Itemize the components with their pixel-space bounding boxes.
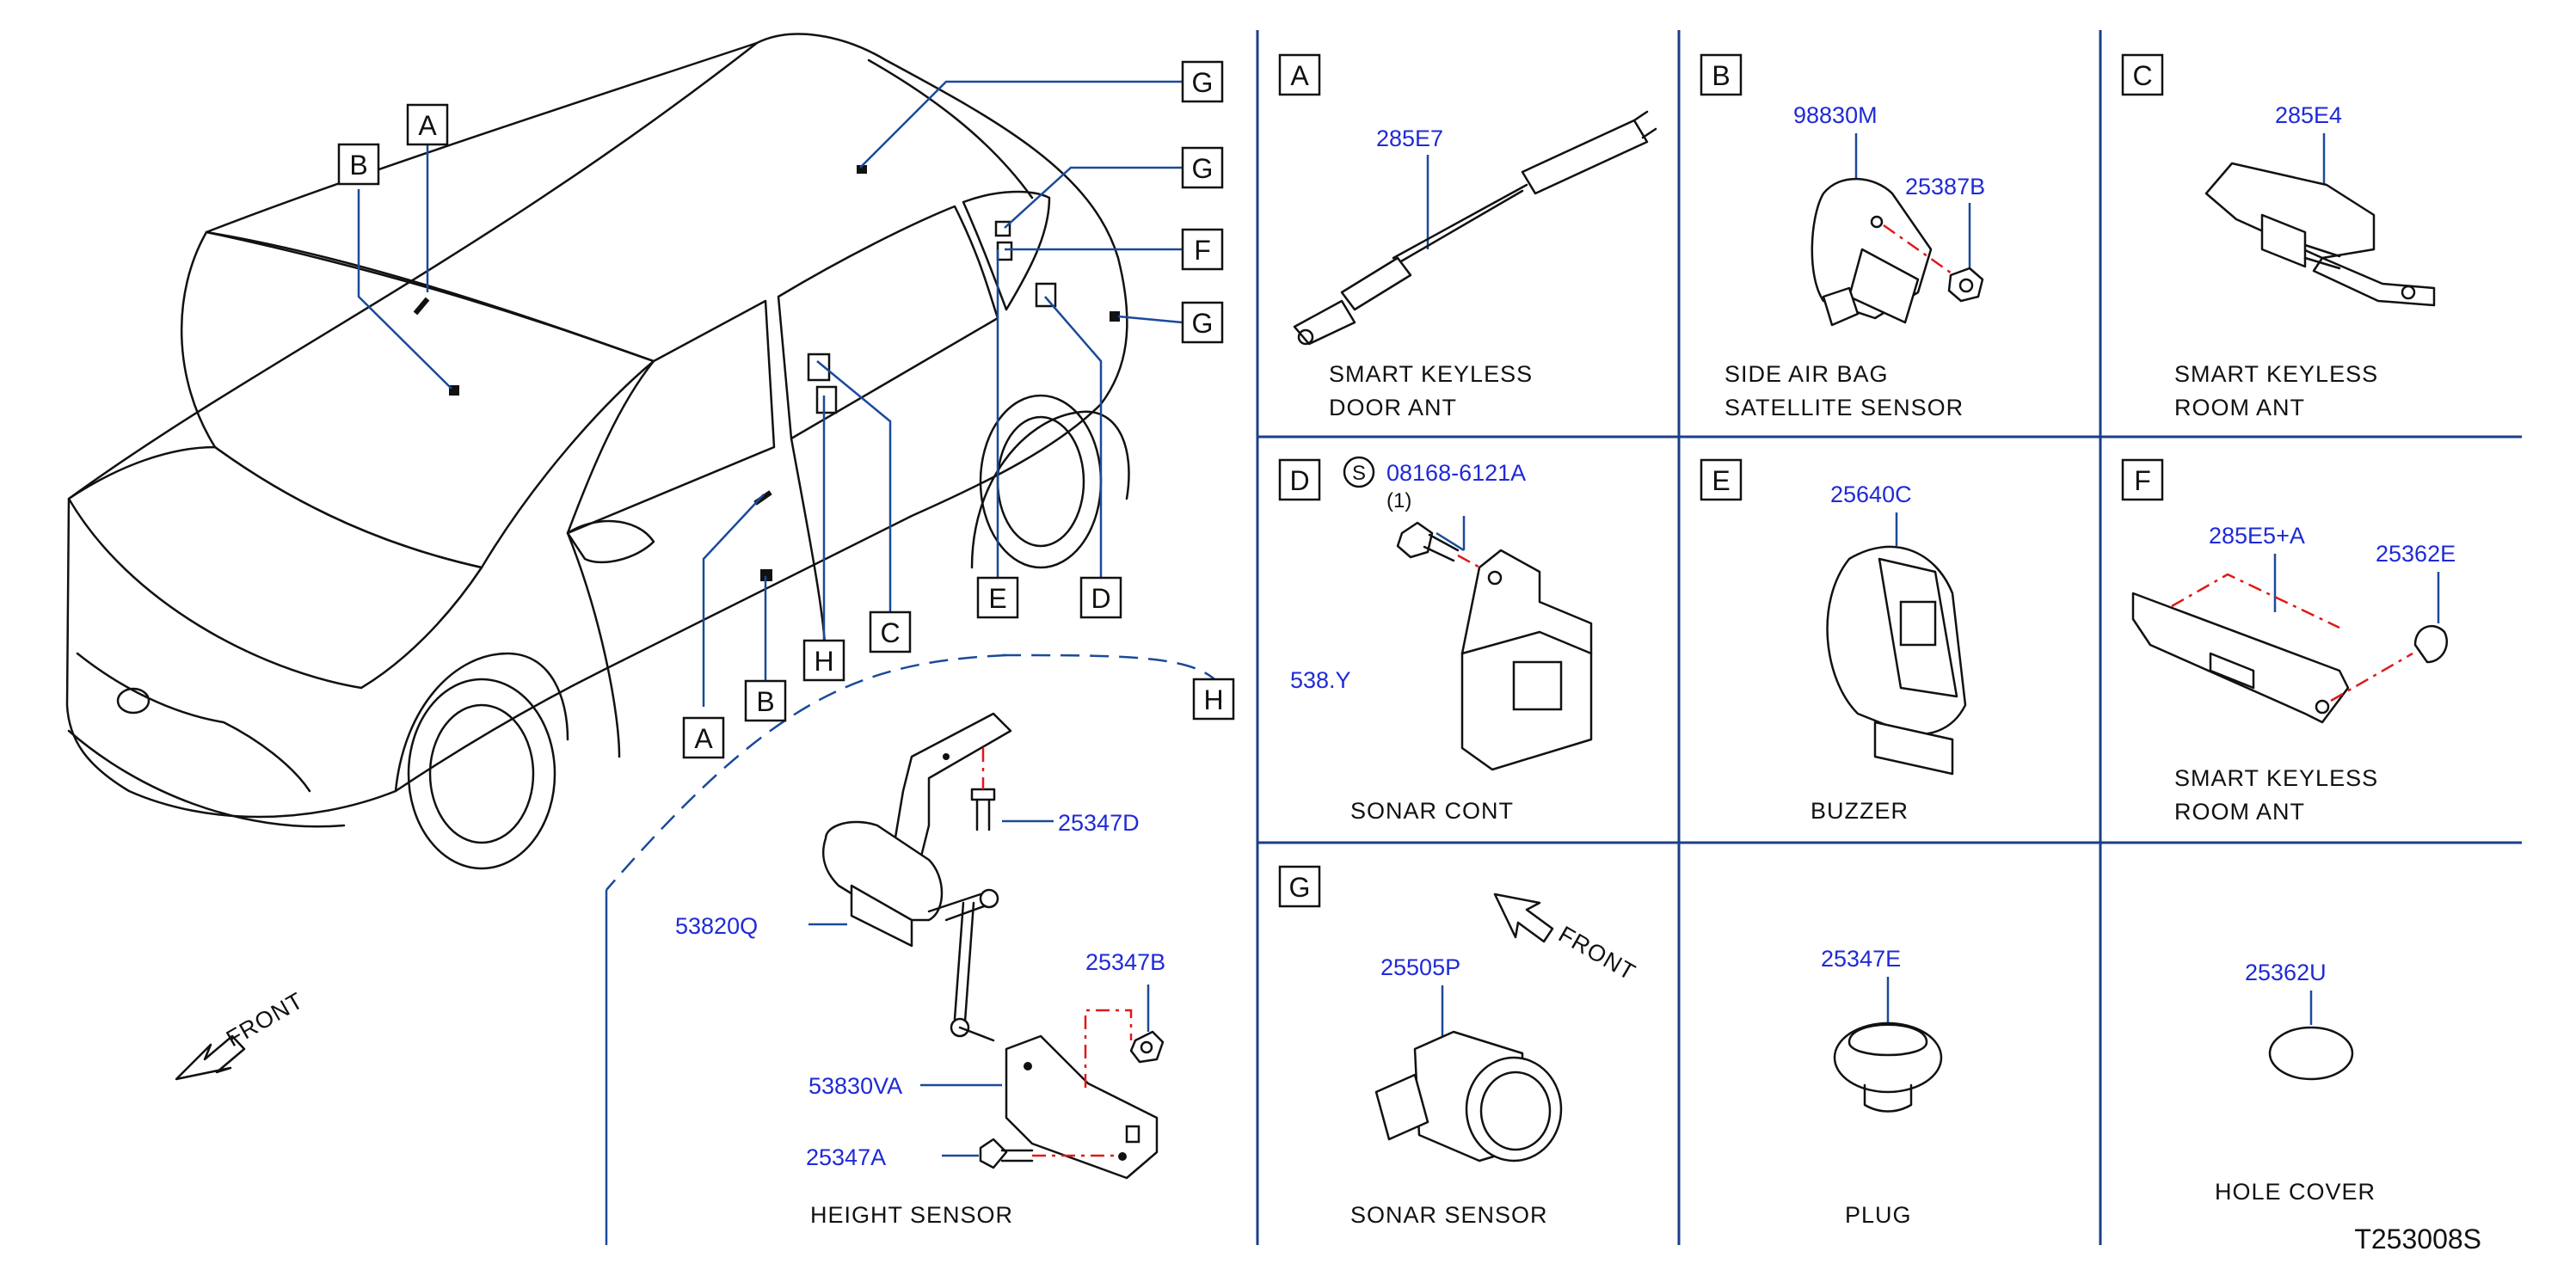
part-25347D: 25347D — [1058, 810, 1140, 836]
callout-b-bottom: B — [744, 679, 787, 722]
callout-c: C — [869, 610, 912, 653]
callout-e: E — [976, 576, 1019, 619]
diagram-label: E — [988, 583, 1006, 614]
diagram-label: C — [2132, 60, 2152, 91]
callout-b-top: B — [337, 143, 380, 186]
diagram-label: F — [2134, 465, 2151, 496]
car-callouts: A B G G F G E D C H B A H — [337, 60, 1235, 759]
diagram-label: FRONT — [222, 987, 308, 1052]
car-leaders — [357, 80, 1215, 1245]
diagram-label: (1) — [1386, 489, 1411, 512]
panel-grid — [1256, 30, 2522, 1245]
diagram-label: E — [1712, 465, 1730, 496]
diagram-label: SONAR SENSOR — [1350, 1202, 1548, 1228]
callout-a-bottom: A — [682, 716, 725, 759]
diagram-label: H — [814, 646, 833, 677]
part-538Y: 538.Y — [1290, 667, 1351, 693]
front-arrow-left: FRONT — [175, 987, 308, 1081]
part-25347E: 25347E — [1821, 946, 1901, 972]
part-25640C: 25640C — [1830, 482, 1912, 507]
diagram-label: B — [756, 686, 774, 717]
part-25347A: 25347A — [806, 1144, 886, 1170]
diagram-label: G — [1192, 153, 1214, 184]
diagram-label: SATELLITE SENSOR — [1725, 395, 1964, 420]
diagram-label: DOOR ANT — [1329, 395, 1457, 420]
panel-f: F 285E5+A 25362E SMART KEYLESS ROOM ANT — [2121, 458, 2456, 825]
panel-c: C 285E4 SMART KEYLESS ROOM ANT — [2121, 53, 2436, 420]
diagram-label: B — [349, 150, 367, 181]
part-53830VA: 53830VA — [808, 1073, 902, 1099]
diagram-label: A — [694, 723, 713, 754]
part-25347B-h: 25347B — [1085, 949, 1165, 975]
part-25362U: 25362U — [2245, 960, 2327, 985]
panel-b: B 98830M 25387B SIDE AIR BAG SATELLITE S… — [1700, 53, 1985, 420]
diagram-label: SMART KEYLESS — [1329, 361, 1533, 387]
part-285E7: 285E7 — [1376, 126, 1443, 151]
diagram-label: ROOM ANT — [2174, 395, 2305, 420]
part-25505P: 25505P — [1380, 954, 1460, 980]
callout-g2: G — [1181, 146, 1224, 189]
part-53820Q: 53820Q — [675, 913, 758, 939]
car-illustration — [65, 33, 1130, 870]
callout-h-left: H — [802, 639, 845, 682]
part-25387B: 25387B — [1905, 174, 1985, 199]
diagram-label: PLUG — [1845, 1202, 1912, 1228]
diagram-label: B — [1712, 60, 1730, 91]
part-285E5A: 285E5+A — [2209, 523, 2305, 549]
diagram-label: C — [880, 617, 900, 648]
diagram-label: G — [1192, 67, 1214, 98]
diagram-label: SONAR CONT — [1350, 798, 1514, 824]
height-sensor-assembly — [808, 712, 1165, 1180]
diagram-label: HOLE COVER — [2215, 1179, 2376, 1205]
diagram-label: FRONT — [1554, 921, 1640, 985]
diagram-label: F — [1194, 235, 1211, 266]
callout-d: D — [1079, 576, 1122, 619]
diagram-label: SIDE AIR BAG — [1725, 361, 1889, 387]
callout-a-top: A — [406, 103, 449, 146]
part-25362E: 25362E — [2376, 541, 2456, 567]
diagram-label: G — [1289, 872, 1311, 903]
diagram-code: T253008S — [2354, 1224, 2481, 1255]
part-98830M: 98830M — [1793, 102, 1878, 128]
part-08168-6121A: 08168-6121A — [1386, 460, 1526, 486]
callout-g1: G — [1181, 60, 1224, 103]
callout-f: F — [1181, 228, 1224, 271]
diagram-label: D — [1091, 583, 1110, 614]
diagram-label: A — [418, 110, 437, 141]
panel-e: E 25640C BUZZER — [1700, 458, 1967, 824]
callout-g3: G — [1181, 301, 1224, 344]
caption-height-sensor: HEIGHT SENSOR — [810, 1202, 1013, 1228]
diagram-label: SMART KEYLESS — [2174, 765, 2378, 791]
diagram-label: G — [1192, 308, 1214, 339]
diagram-label: SMART KEYLESS — [2174, 361, 2378, 387]
diagram-label: H — [1203, 684, 1223, 715]
diagram-label: ROOM ANT — [2174, 799, 2305, 825]
diagram-label: D — [1289, 465, 1309, 496]
panel-d: D S 08168-6121A (1) 538.Y SONAR CONT — [1278, 456, 1593, 824]
panel-plug: 25347E PLUG — [1821, 946, 1943, 1228]
panel-hole-cover: 25362U HOLE COVER — [2215, 960, 2376, 1205]
diagram-label: A — [1290, 60, 1309, 91]
callout-h-right: H — [1192, 678, 1235, 721]
panel-a: A 285E7 SMART KEYLESS DOOR ANT — [1278, 53, 1657, 420]
panel-g: G FRONT 25505P SONAR SENSOR — [1278, 865, 1640, 1228]
diagram-label: S — [1352, 462, 1366, 485]
part-285E4: 285E4 — [2275, 102, 2342, 128]
diagram-label: BUZZER — [1811, 798, 1909, 824]
